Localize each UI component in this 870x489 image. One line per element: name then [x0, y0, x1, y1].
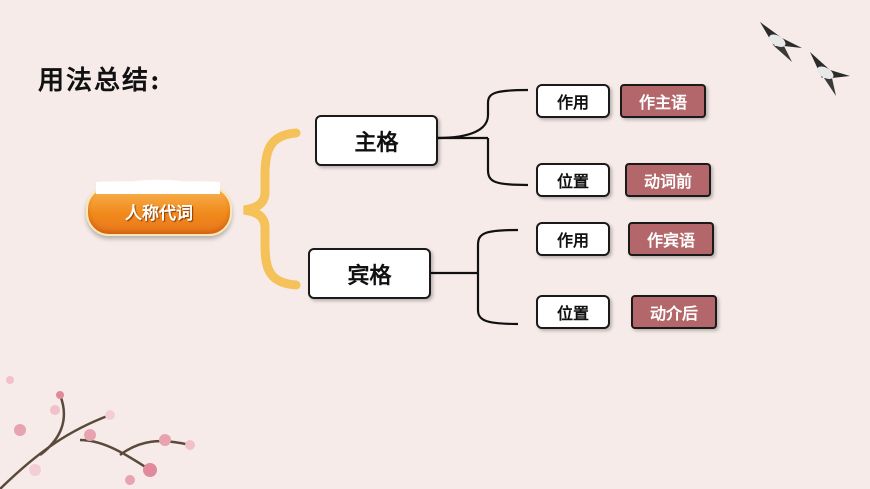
- root-label: 人称代词: [125, 203, 193, 224]
- plum-blossom-decoration: [0, 376, 195, 489]
- attribute-value-label: 作宾语: [646, 231, 695, 250]
- snow-cap-decoration: [96, 176, 220, 194]
- attribute-key-label: 作用: [556, 231, 589, 250]
- branch-node: 主格: [315, 115, 438, 166]
- branch-node: 宾格: [308, 248, 431, 299]
- branch-label: 主格: [354, 129, 399, 156]
- attribute-value: 作主语: [620, 84, 706, 118]
- attribute-value-label: 作主语: [638, 93, 687, 112]
- attribute-key-label: 位置: [556, 172, 589, 191]
- attribute-value: 动介后: [631, 295, 717, 329]
- attribute-key-label: 作用: [556, 93, 589, 112]
- page-title: 用法总结:: [38, 66, 162, 96]
- branch-label: 宾格: [347, 262, 392, 289]
- attribute-key: 位置: [536, 163, 610, 197]
- attribute-value-label: 动介后: [649, 304, 698, 323]
- attribute-key: 作用: [536, 84, 610, 118]
- swallow-icon: [810, 52, 850, 96]
- attribute-key: 位置: [536, 295, 610, 329]
- connector-branch-1: [436, 88, 529, 187]
- connector-branch-2: [430, 228, 519, 326]
- attribute-value: 作宾语: [628, 222, 714, 256]
- attribute-value-label: 动词前: [643, 172, 692, 191]
- attribute-value: 动词前: [625, 163, 711, 197]
- attribute-key: 作用: [536, 222, 610, 256]
- attribute-key-label: 位置: [556, 304, 589, 323]
- root-node: 人称代词: [86, 186, 232, 236]
- swallow-icon: [760, 22, 802, 62]
- curly-brace: [243, 128, 301, 290]
